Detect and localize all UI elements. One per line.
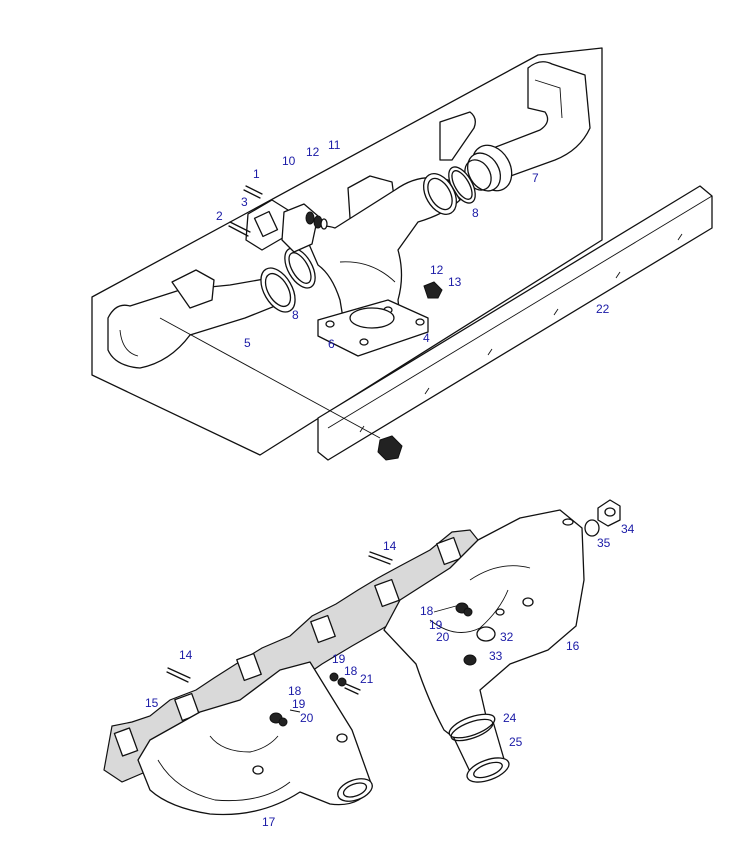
y-pipe [304,173,461,357]
seal-ring-35 [584,519,600,537]
callout-24: 24 [503,711,517,725]
exhaust-manifold-assembly [103,499,621,816]
callout-33: 33 [489,649,503,663]
callout-6: 6 [328,337,335,351]
drain-plug [377,435,403,461]
callout-22: 22 [596,302,610,316]
stud-bolt-14a [368,551,393,565]
flange-plate [245,199,289,251]
callout-12-mid: 12 [430,263,444,277]
callout-14-bottom: 14 [179,648,193,662]
callout-19-front: 19 [292,697,306,711]
callout-19-mid: 19 [332,652,346,666]
callout-20-front: 20 [300,711,314,725]
outlet-clamp [448,713,510,783]
stud-bolt-1 [243,185,263,199]
exhaust-assembly-top [91,47,713,461]
callout-21: 21 [360,672,374,686]
callout-18-mid: 18 [344,664,358,678]
callout-13: 13 [448,275,462,289]
callout-5: 5 [244,336,251,350]
callout-11: 11 [328,138,341,152]
plug-34 [597,499,621,527]
plug-33 [463,654,477,666]
manifold-rear [383,509,585,745]
callout-1: 1 [253,167,260,181]
clamp-hardware [305,211,328,230]
seal-ring-left [284,247,316,289]
callout-16: 16 [566,639,580,653]
callout-4: 4 [423,331,430,345]
callout-32: 32 [500,630,514,644]
callout-10: 10 [282,154,296,168]
callout-8-right: 8 [472,206,479,220]
callout-7: 7 [532,171,539,185]
callout-15: 15 [145,696,159,710]
callout-labels: 1 2 3 10 12 11 7 8 12 13 8 5 6 4 22 14 3… [145,138,635,829]
assembly-backplate [91,47,603,456]
callout-2: 2 [216,209,223,223]
callout-12-top: 12 [306,145,320,159]
callout-35: 35 [597,536,611,550]
stud-bolt-2 [228,221,251,237]
plug-13 [423,281,443,299]
leader-drain [159,317,381,439]
callout-19-rear: 19 [429,618,443,632]
heat-shield [317,185,713,461]
callout-18-front: 18 [288,684,302,698]
manifold-front [137,661,373,816]
stud-bolt-14b [166,667,191,683]
exhaust-elbow-front [107,267,296,369]
callout-17: 17 [262,815,276,829]
callout-14-top: 14 [383,539,397,553]
callout-25: 25 [509,735,523,749]
callout-18-rear: 18 [420,604,434,618]
callout-34: 34 [621,522,635,536]
callout-8-left: 8 [292,308,299,322]
callout-20-rear: 20 [436,630,450,644]
bolt-21 [329,672,361,695]
callout-3: 3 [241,195,248,209]
